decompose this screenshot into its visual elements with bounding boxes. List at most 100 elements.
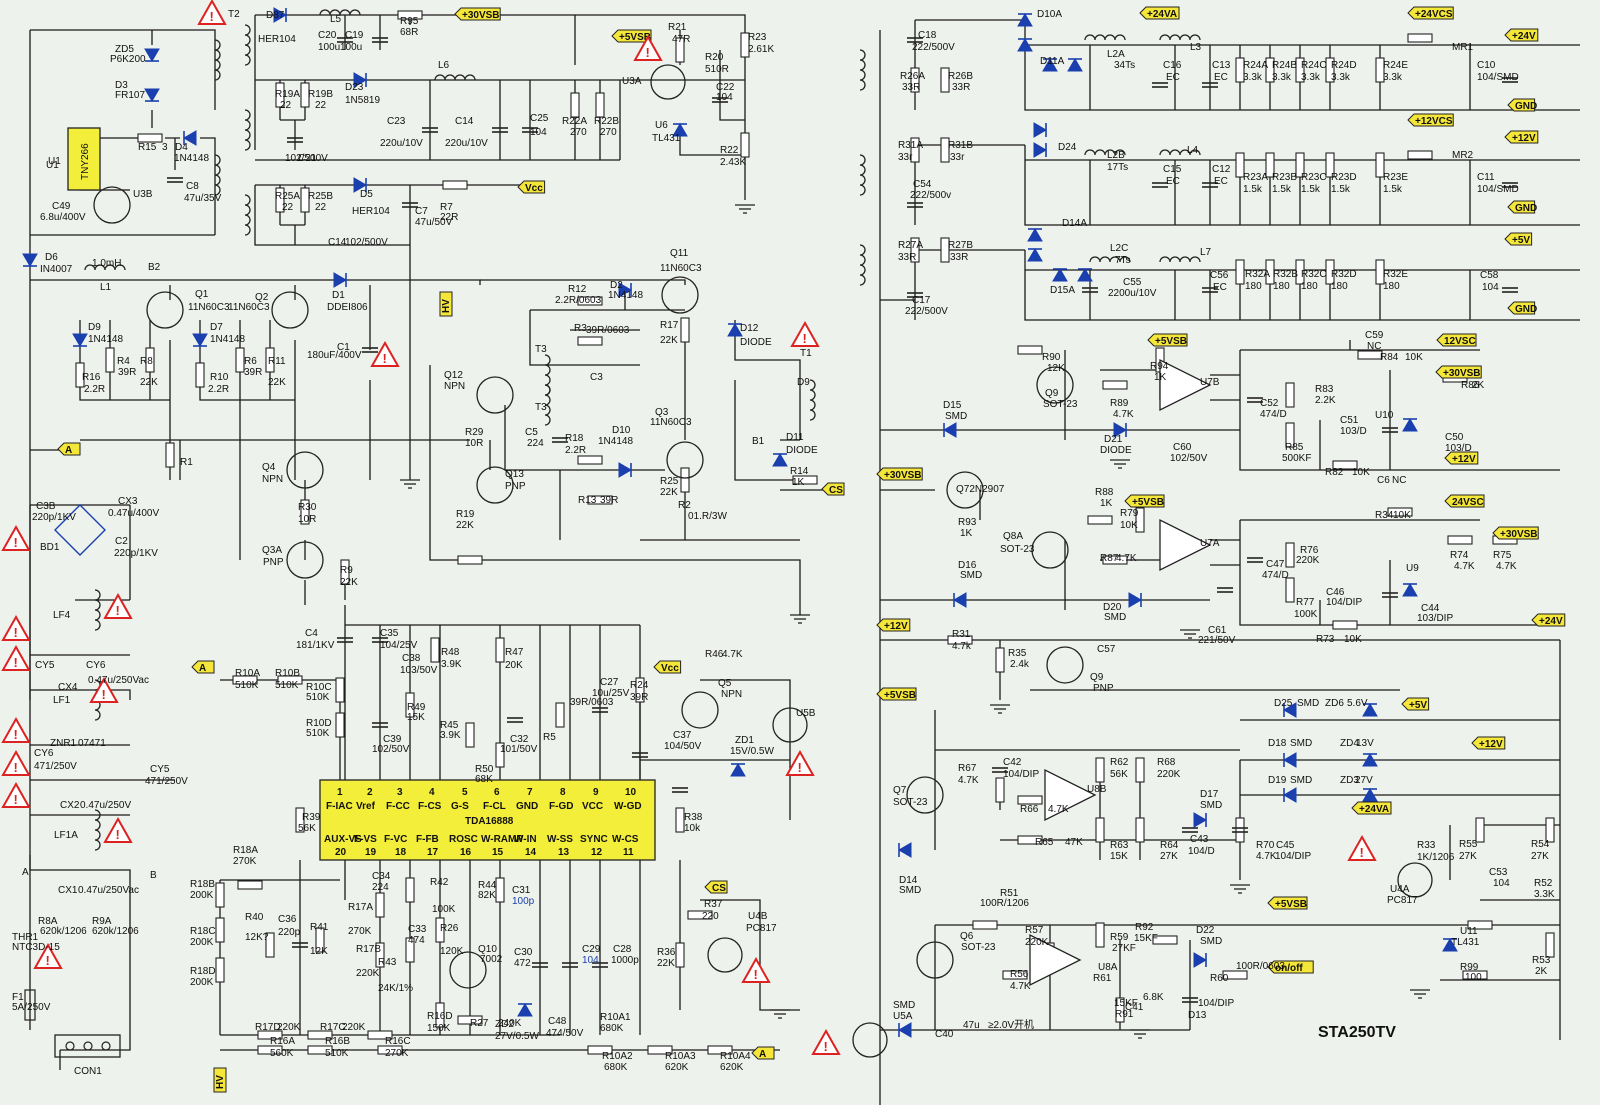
component-label: 10K	[1344, 634, 1362, 645]
ic-pin-name: W-CS	[612, 834, 639, 845]
component-label: LF4	[53, 610, 71, 621]
component-label: C61	[1208, 625, 1227, 636]
component-label: 3.3k	[1301, 72, 1321, 83]
component-label: SOT-23	[961, 942, 996, 953]
component-label: 1K/1206	[1417, 852, 1455, 863]
component-label: C28	[613, 944, 632, 955]
component-label: 39R	[630, 692, 648, 703]
warning-mark: !	[754, 967, 758, 982]
rail-tag-box	[704, 880, 728, 894]
opamp-symbol	[1044, 768, 1097, 822]
transistor-symbol	[1031, 531, 1069, 569]
resistor-symbol	[300, 499, 310, 525]
component-label: D17	[1200, 789, 1219, 800]
connector-symbol	[54, 1034, 121, 1058]
rail-tag-label: +5VSB	[1155, 336, 1187, 347]
resistor-symbol	[75, 362, 85, 388]
component-label: C48	[548, 1016, 567, 1027]
component-label: C18	[918, 30, 937, 41]
resistor-symbol	[1135, 507, 1145, 533]
component-label: C25	[530, 113, 549, 124]
component-label: Q3	[655, 407, 669, 418]
component-label: 104/SMD	[1477, 184, 1519, 195]
resistor-symbol	[577, 336, 603, 346]
component-label: R10A3	[665, 1051, 696, 1062]
resistor-symbol	[295, 807, 305, 833]
component-label: R23E	[1383, 172, 1408, 183]
transistor-symbol	[271, 291, 309, 329]
component-label: R8	[140, 356, 153, 367]
component-label: R49	[407, 702, 426, 713]
resistor-symbol	[1017, 835, 1043, 845]
component-label: 39R	[118, 367, 136, 378]
component-label: C41	[1125, 1002, 1144, 1013]
component-label: 4.7K	[722, 649, 743, 660]
rail-tag-box	[439, 291, 453, 317]
component-label: C2	[115, 536, 128, 547]
component-label: R18	[565, 433, 584, 444]
resistor-symbol	[570, 92, 580, 118]
component-label: B2	[148, 262, 161, 273]
component-label: C47	[1266, 559, 1285, 570]
component-label: ZD1	[735, 735, 754, 746]
component-label: 180	[1245, 281, 1262, 292]
component-label: U11	[1460, 926, 1478, 937]
component-label: R31B	[948, 140, 973, 151]
resistor-symbol	[145, 347, 155, 373]
ic-pin-name: ROSC	[449, 834, 478, 845]
resistor-symbol	[442, 180, 468, 190]
diode-symbol	[772, 453, 788, 467]
rail-tag-label: +30VSB	[1443, 368, 1481, 379]
component-label: R6	[244, 356, 257, 367]
component-label: 17Ts	[1107, 162, 1128, 173]
component-label: R23C	[1301, 172, 1327, 183]
component-label: R64	[1160, 840, 1179, 851]
transistor-symbol	[476, 466, 514, 504]
component-label: CY5	[35, 660, 55, 671]
component-label: R12	[568, 284, 587, 295]
component-label: R24B	[1272, 60, 1297, 71]
component-label: 474/D	[1262, 570, 1289, 581]
component-label: 11N60C3	[660, 263, 702, 274]
resistor-symbol	[237, 880, 263, 890]
component-label: 01.R/3W	[688, 511, 727, 522]
resistor-symbol	[587, 495, 613, 505]
ic-pin-name: SYNC	[580, 834, 608, 845]
warning-triangle	[790, 320, 820, 347]
component-label: C57	[1097, 644, 1116, 655]
resistor-symbol	[265, 932, 275, 958]
component-label: DIODE	[740, 337, 772, 348]
component-label: 5.6V	[1347, 698, 1368, 709]
component-label: 221/50V	[1198, 635, 1236, 646]
diode-symbol	[1067, 58, 1083, 72]
resistor-symbol	[910, 67, 920, 93]
component-label: 100R/0603	[1236, 961, 1285, 972]
component-label: R17C	[320, 1022, 346, 1033]
resistor-symbol	[1222, 970, 1248, 980]
component-label: C34	[372, 871, 391, 882]
resistor-symbol	[1375, 152, 1385, 178]
diode-symbol	[727, 323, 743, 337]
component-label: R79	[1120, 508, 1139, 519]
component-label: 104	[582, 955, 599, 966]
component-label: R24	[630, 680, 649, 691]
rail-tag-box	[1351, 801, 1392, 815]
component-label: 220p	[278, 927, 301, 938]
resistor-symbol	[465, 722, 475, 748]
component-label: 1K	[1100, 498, 1113, 509]
component-label: LF1	[53, 695, 71, 706]
component-label: SOT-23	[1000, 544, 1035, 555]
rail-tag-label: GND	[1515, 101, 1537, 112]
component-label: 103/D	[1445, 443, 1472, 454]
component-label: 22	[315, 202, 327, 213]
component-label: 15V/0.5W	[730, 746, 774, 757]
component-label: D11A	[1040, 56, 1065, 67]
warning-triangle	[785, 749, 815, 776]
component-label: R33	[1417, 840, 1436, 851]
resistor-symbol	[1407, 150, 1433, 160]
component-label: C33	[408, 924, 427, 935]
resistor-symbol	[1102, 555, 1128, 565]
ic-pin-name: F-CC	[386, 801, 410, 812]
component-label: ZD4	[1340, 738, 1359, 749]
component-label: R63	[1110, 840, 1129, 851]
